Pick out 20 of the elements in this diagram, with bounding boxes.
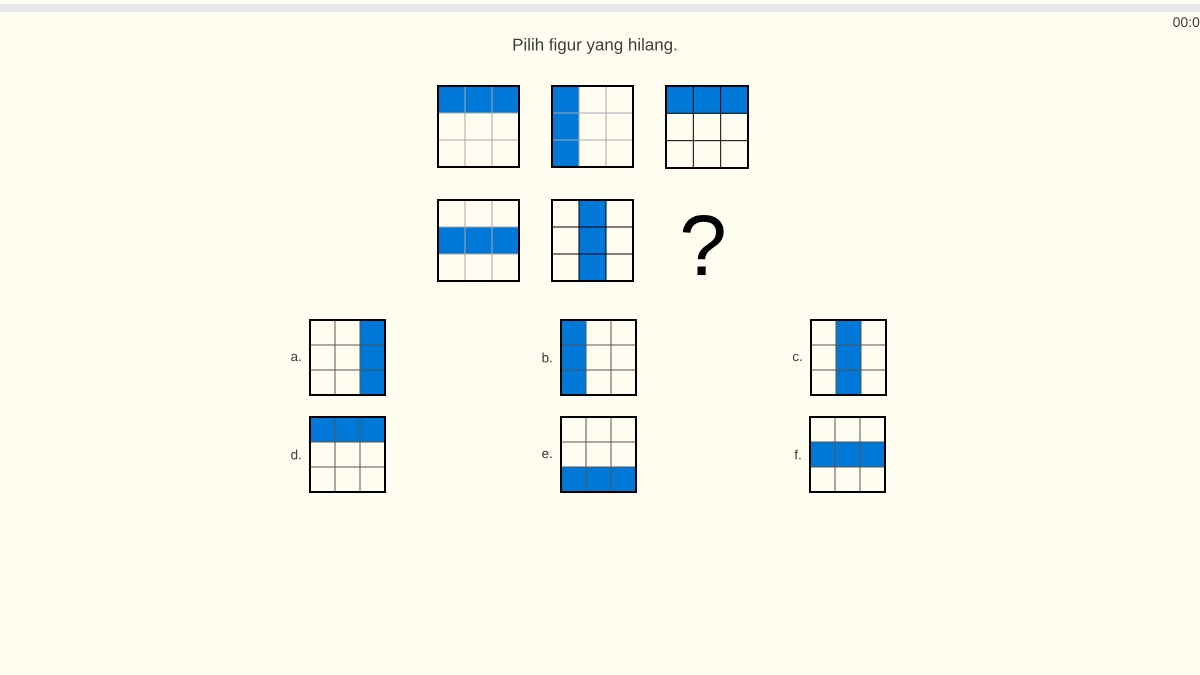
grid-box [809,416,886,493]
question-mark: ? [682,215,724,275]
timer-text: 00:0 [1173,17,1200,28]
option-letter: b. [542,352,552,363]
option-letter: f. [794,449,801,460]
option-letter: d. [291,449,301,460]
grid-box [309,416,386,493]
grid-box [309,319,386,396]
grid-box [560,416,637,493]
option-letter: e. [542,450,552,459]
grid-box [665,85,749,169]
grid-box [560,319,637,396]
instruction-text: Pilih figur yang hilang. [513,38,677,54]
grid-box [551,199,634,282]
grid-box [810,319,887,396]
grid-box [551,85,634,168]
option-letter: c. [792,353,802,362]
option-letter: a. [291,353,301,362]
grid-box [437,85,520,168]
grid-box [437,199,520,282]
